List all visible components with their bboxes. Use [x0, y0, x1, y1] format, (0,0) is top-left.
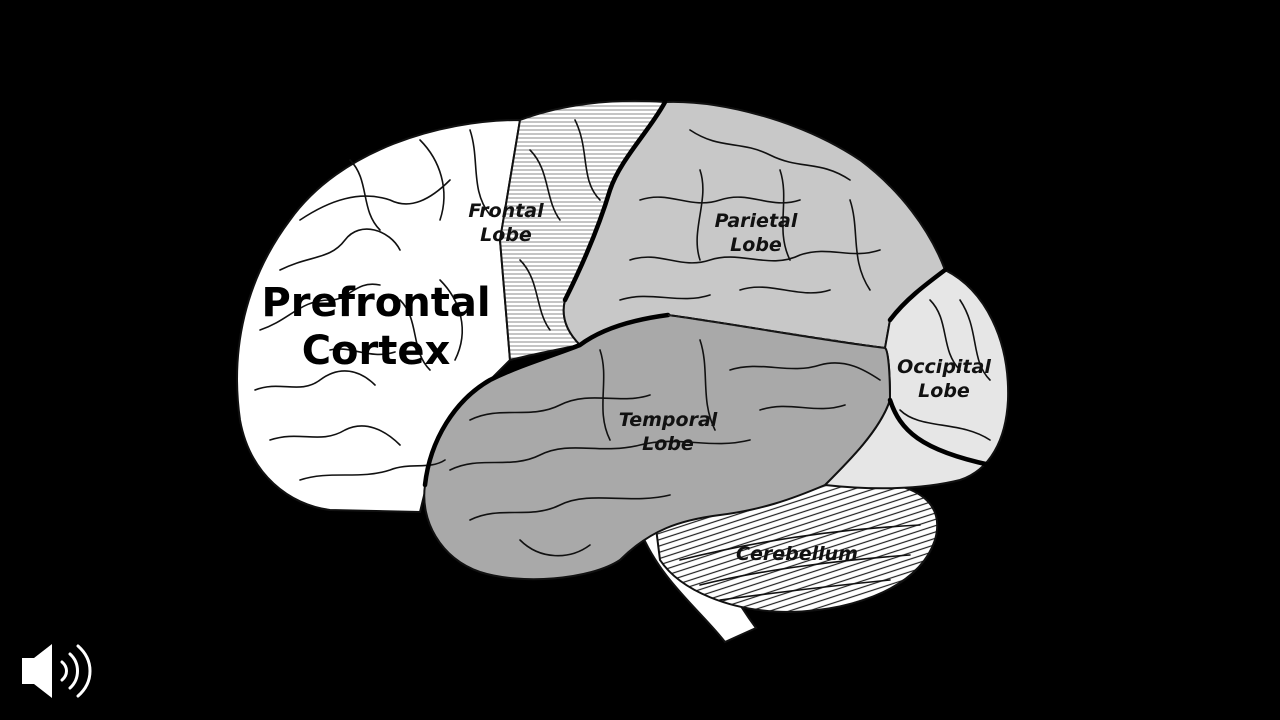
lateral-sulcus [422, 312, 671, 488]
label-occipital-line1: Occipital [897, 356, 991, 378]
label-parietal-line2: Lobe [730, 234, 782, 256]
label-parietal-line1: Parietal [715, 210, 798, 232]
label-temporal-line2: Lobe [642, 433, 694, 455]
label-cerebellum: Cerebellum [736, 543, 858, 565]
label-occipital-line2: Lobe [918, 380, 970, 402]
central-sulcus [562, 99, 668, 303]
label-prefrontal-line1: Prefrontal [261, 280, 490, 326]
label-frontal-line1: Frontal [468, 200, 544, 222]
prefrontal-gyri [254, 129, 491, 481]
parieto-occipital-sulcus [887, 267, 948, 323]
speaker-volume-icon [22, 644, 92, 698]
label-prefrontal-line2: Cortex [302, 328, 451, 374]
label-frontal-line2: Lobe [480, 224, 532, 246]
temporal-gyri [449, 339, 881, 557]
occipital-boundary [887, 397, 993, 468]
frontal-gyri [519, 119, 601, 331]
parietal-gyri [619, 129, 881, 301]
occipital-gyri [899, 299, 991, 441]
cerebellum-folia [679, 524, 921, 601]
label-temporal-line1: Temporal [619, 409, 718, 431]
audio-button[interactable] [18, 638, 98, 704]
